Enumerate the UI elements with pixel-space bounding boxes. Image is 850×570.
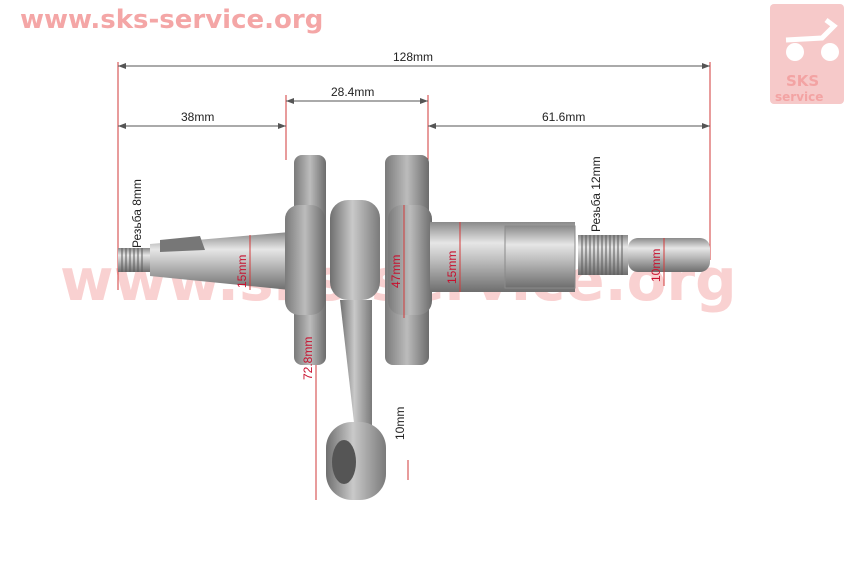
right-shaft bbox=[430, 222, 710, 292]
sks-logo: SKS service bbox=[770, 4, 844, 104]
dim-left-shaft: 38mm bbox=[181, 110, 214, 124]
label-web-dia: 47mm bbox=[389, 255, 403, 288]
label-rod-length: 72.8mm bbox=[301, 337, 315, 380]
label-left-journal-dia: 15mm bbox=[235, 255, 249, 288]
crank-webs bbox=[285, 155, 432, 365]
dim-right-shaft: 61.6mm bbox=[542, 110, 585, 124]
left-shaft bbox=[118, 232, 290, 290]
label-right-journal-dia: 15mm bbox=[445, 251, 459, 284]
connecting-rod bbox=[326, 200, 386, 500]
dimension-arrows bbox=[118, 63, 710, 129]
dim-web-spacing: 28.4mm bbox=[331, 85, 374, 99]
label-small-end: 10mm bbox=[393, 407, 407, 440]
dimension-lines bbox=[118, 65, 710, 127]
label-left-thread: Резьба 8mm bbox=[130, 179, 144, 248]
label-right-thread: Резьба 12mm bbox=[589, 156, 603, 232]
logo-text-sks: SKS bbox=[786, 72, 819, 90]
diameter-markers bbox=[249, 205, 665, 318]
watermark-url-top: www.sks-service.org bbox=[20, 5, 323, 35]
dim-overall-length: 128mm bbox=[393, 50, 433, 64]
label-end-dia: 10mm bbox=[649, 249, 663, 282]
logo-text-service: service bbox=[775, 90, 823, 104]
